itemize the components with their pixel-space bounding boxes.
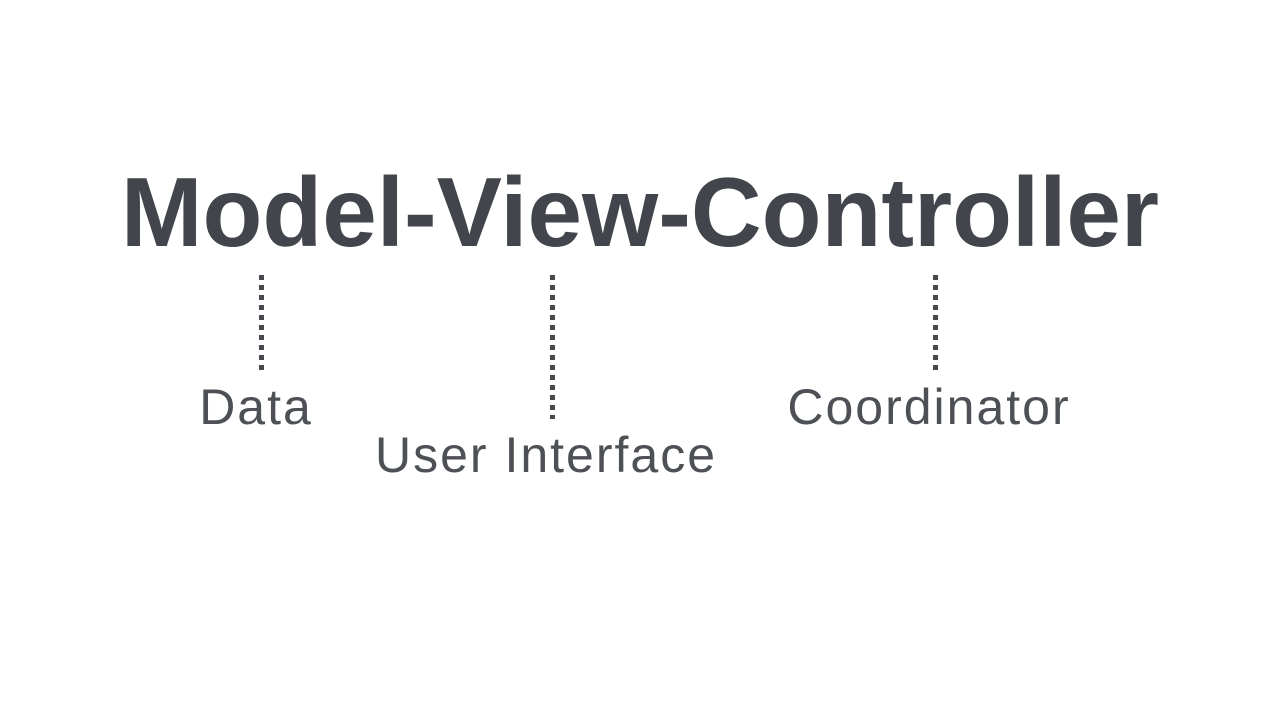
model-dotted-connector <box>259 275 264 371</box>
page-title: Model-View-Controller <box>120 157 1160 267</box>
controller-dotted-connector <box>933 275 938 371</box>
view-dotted-connector <box>550 275 555 419</box>
view-annotation-label: User Interface <box>374 427 718 483</box>
controller-annotation-label: Coordinator <box>787 379 1071 435</box>
model-annotation-label: Data <box>199 379 313 435</box>
